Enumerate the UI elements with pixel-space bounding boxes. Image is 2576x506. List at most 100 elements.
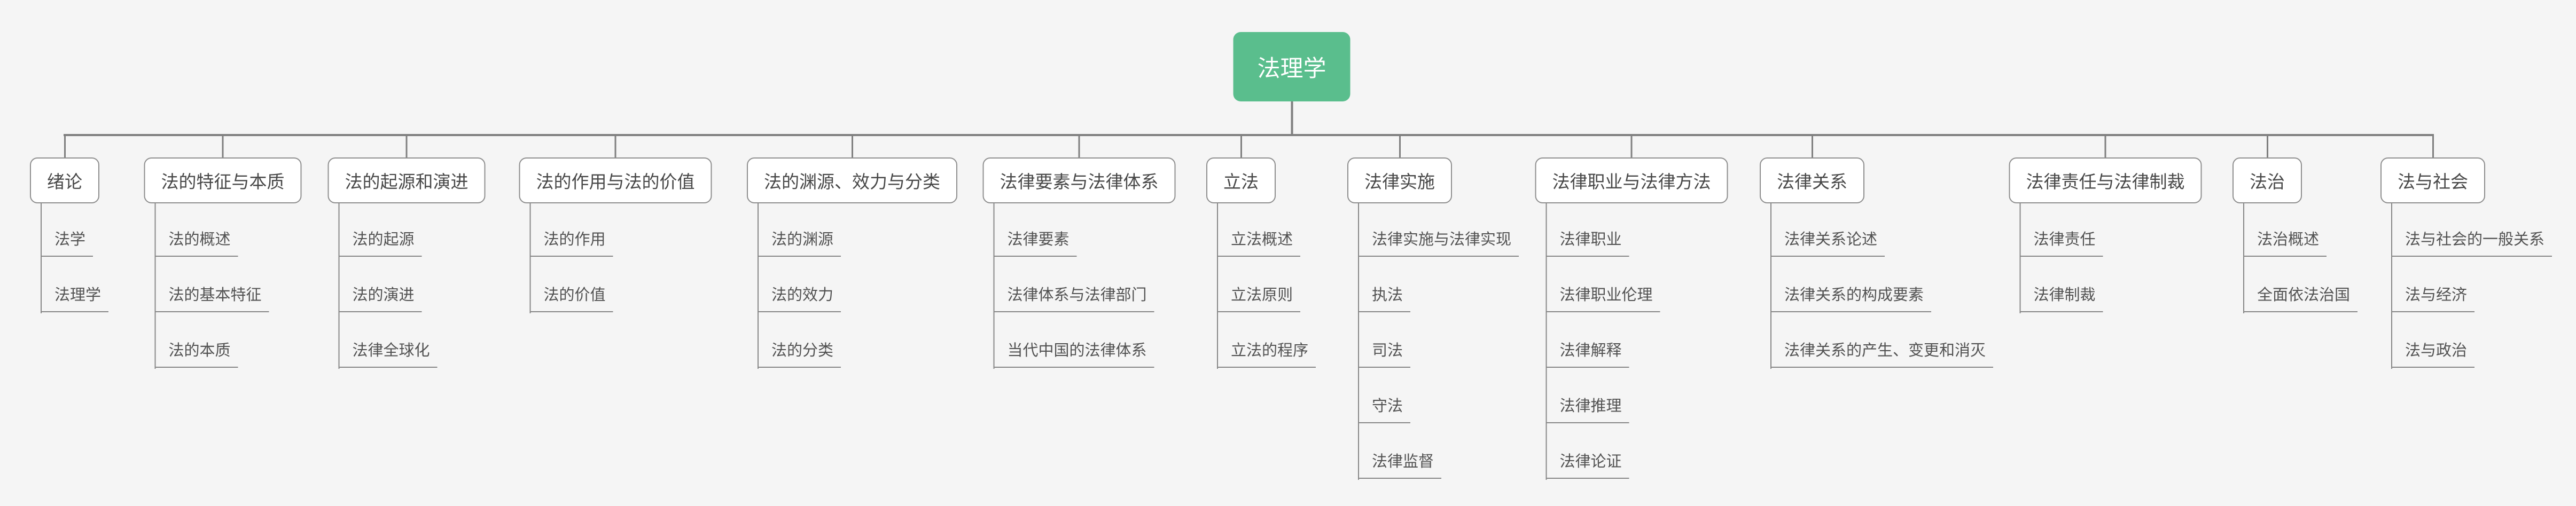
subtopic[interactable]: 司法	[1358, 338, 1411, 368]
subtopic[interactable]: 立法概述	[1217, 227, 1301, 257]
subtopic-row: 法与经济	[2391, 275, 2475, 312]
subtopic[interactable]: 法律关系论述	[1770, 227, 1885, 257]
children-connector-line	[1545, 203, 1547, 480]
subtopic-row: 法律实施与法律实现	[1358, 219, 1519, 257]
subtopic[interactable]: 法律制裁	[2019, 282, 2103, 312]
root-connector-line	[1291, 101, 1293, 134]
subtopic[interactable]: 守法	[1358, 393, 1411, 423]
subtopic[interactable]: 法治概述	[2243, 227, 2327, 257]
subtopic[interactable]: 法律解释	[1545, 338, 1629, 368]
subtopic[interactable]: 当代中国的法律体系	[993, 338, 1154, 368]
subtopic[interactable]: 立法原则	[1217, 282, 1301, 312]
branch-connector-line	[1240, 134, 1242, 157]
branch-topic[interactable]: 法的特征与本质	[144, 157, 302, 203]
children-connector-line	[2243, 203, 2244, 313]
subtopic[interactable]: 法律关系的构成要素	[1770, 282, 1932, 312]
subtopic[interactable]: 执法	[1358, 282, 1411, 312]
subtopic[interactable]: 法律职业伦理	[1545, 282, 1660, 312]
subtopic[interactable]: 法律实施与法律实现	[1358, 227, 1519, 257]
branch-topic[interactable]: 立法	[1206, 157, 1276, 203]
subtopic[interactable]: 法律论证	[1545, 449, 1629, 479]
subtopic-row: 立法原则	[1217, 275, 1301, 312]
subtopic[interactable]: 法律全球化	[338, 338, 438, 368]
children-connector-line	[2391, 203, 2392, 369]
subtopic[interactable]: 法与政治	[2391, 338, 2475, 368]
subtopic[interactable]: 法的起源	[338, 227, 422, 257]
subtopic-row: 法律全球化	[338, 330, 438, 368]
branch-topic[interactable]: 法律要素与法律体系	[982, 157, 1176, 203]
subtopic[interactable]: 法律监督	[1358, 449, 1442, 479]
subtopic-row: 法律推理	[1545, 386, 1629, 423]
subtopic-row: 法律关系论述	[1770, 219, 1885, 257]
branch-topic[interactable]: 法律责任与法律制裁	[2009, 157, 2202, 203]
branch-topic[interactable]: 法的渊源、效力与分类	[747, 157, 957, 203]
subtopic-row: 法理学	[41, 275, 109, 312]
children-connector-line	[529, 203, 531, 313]
subtopic[interactable]: 法的渊源	[758, 227, 841, 257]
branch-connector-line	[2104, 134, 2106, 157]
branch-6: 法律要素与法律体系法律要素法律体系与法律部门当代中国的法律体系	[982, 134, 1176, 369]
branch-connector-line	[1811, 134, 1813, 157]
subtopic-row: 法律职业伦理	[1545, 275, 1660, 312]
branch-2: 法的特征与本质法的概述法的基本特征法的本质	[144, 134, 302, 369]
subtopic-row: 法的起源	[338, 219, 422, 257]
subtopic-row: 守法	[1358, 386, 1411, 423]
branch-topic[interactable]: 绪论	[30, 157, 99, 203]
subtopic[interactable]: 全面依法治国	[2243, 282, 2358, 312]
branch-11: 法律责任与法律制裁法律责任法律制裁	[2009, 134, 2202, 313]
subtopic[interactable]: 法律推理	[1545, 393, 1629, 423]
subtopic[interactable]: 法的分类	[758, 338, 841, 368]
branch-topic[interactable]: 法与社会	[2380, 157, 2485, 203]
subtopic[interactable]: 法的演进	[338, 282, 422, 312]
subtopic-row: 法的价值	[529, 275, 613, 312]
branch-topic[interactable]: 法律职业与法律方法	[1535, 157, 1728, 203]
branch-12: 法治法治概述全面依法治国	[2232, 134, 2358, 313]
branch-topic[interactable]: 法律关系	[1760, 157, 1864, 203]
subtopic[interactable]: 法律要素	[993, 227, 1077, 257]
subtopic-row: 法学	[41, 219, 93, 257]
subtopic[interactable]: 法律职业	[1545, 227, 1629, 257]
subtopic-row: 法律关系的构成要素	[1770, 275, 1932, 312]
branch-connector-line	[614, 134, 616, 157]
branch-connector-line	[2266, 134, 2268, 157]
subtopic[interactable]: 法与经济	[2391, 282, 2475, 312]
subtopic[interactable]: 法学	[41, 227, 93, 257]
subtopic[interactable]: 法律体系与法律部门	[993, 282, 1154, 312]
branch-9: 法律职业与法律方法法律职业法律职业伦理法律解释法律推理法律论证	[1535, 134, 1728, 480]
subtopic-row: 司法	[1358, 330, 1411, 368]
subtopic[interactable]: 法与社会的一般关系	[2391, 227, 2552, 257]
subtopic-row: 法律职业	[1545, 219, 1629, 257]
subtopic[interactable]: 法的作用	[529, 227, 613, 257]
branch-connector-line	[222, 134, 224, 157]
subtopic-row: 立法的程序	[1217, 330, 1316, 368]
subtopic[interactable]: 法理学	[41, 282, 109, 312]
subtopic-row: 立法概述	[1217, 219, 1301, 257]
subtopic-row: 法律解释	[1545, 330, 1629, 368]
branch-topic[interactable]: 法治	[2232, 157, 2302, 203]
subtopic[interactable]: 法律责任	[2019, 227, 2103, 257]
subtopic[interactable]: 法的概述	[154, 227, 238, 257]
subtopic[interactable]: 法的本质	[154, 338, 238, 368]
branch-1: 绪论法学法理学	[30, 134, 109, 313]
subtopic[interactable]: 法的效力	[758, 282, 841, 312]
subtopic-row: 法与社会的一般关系	[2391, 219, 2552, 257]
children-connector-line	[2019, 203, 2021, 313]
subtopic-row: 法律体系与法律部门	[993, 275, 1154, 312]
root-topic[interactable]: 法理学	[1233, 32, 1351, 101]
subtopic[interactable]: 法的价值	[529, 282, 613, 312]
subtopic[interactable]: 法律关系的产生、变更和消灭	[1770, 338, 1994, 368]
subtopic[interactable]: 立法的程序	[1217, 338, 1316, 368]
children-connector-line	[758, 203, 759, 369]
branch-5: 法的渊源、效力与分类法的渊源法的效力法的分类	[747, 134, 957, 369]
subtopic-row: 法律监督	[1358, 441, 1442, 479]
subtopic-row: 法的渊源	[758, 219, 841, 257]
branch-topic[interactable]: 法的起源和演进	[327, 157, 486, 203]
branch-connector-line	[1399, 134, 1401, 157]
subtopic[interactable]: 法的基本特征	[154, 282, 269, 312]
children-connector-line	[41, 203, 42, 313]
children-connector-line	[993, 203, 995, 369]
branch-3: 法的起源和演进法的起源法的演进法律全球化	[327, 134, 486, 369]
children-connector-line	[1358, 203, 1359, 480]
branch-topic[interactable]: 法律实施	[1347, 157, 1452, 203]
branch-topic[interactable]: 法的作用与法的价值	[519, 157, 712, 203]
